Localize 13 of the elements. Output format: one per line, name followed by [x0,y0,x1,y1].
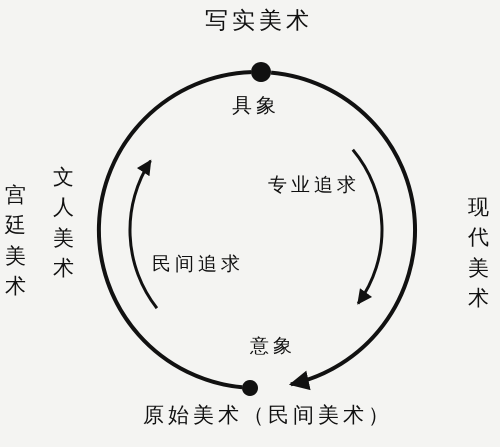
text-label: 具象 [232,95,280,115]
dot [251,62,272,82]
dot [242,380,258,396]
text-label: 写实美术 [205,10,313,33]
text-label: 意象 [250,337,296,356]
text-label: 原始美术（民间美术） [143,405,393,426]
arc-arrow [270,70,417,389]
vertical-label: 现代美术 [468,194,490,312]
text-label: 专业追求 [268,176,360,195]
arc-line [97,70,252,390]
vertical-label: 文人美术 [53,164,75,282]
vertical-label: 宫廷美术 [5,182,27,300]
text-label: 民间追求 [152,255,244,274]
